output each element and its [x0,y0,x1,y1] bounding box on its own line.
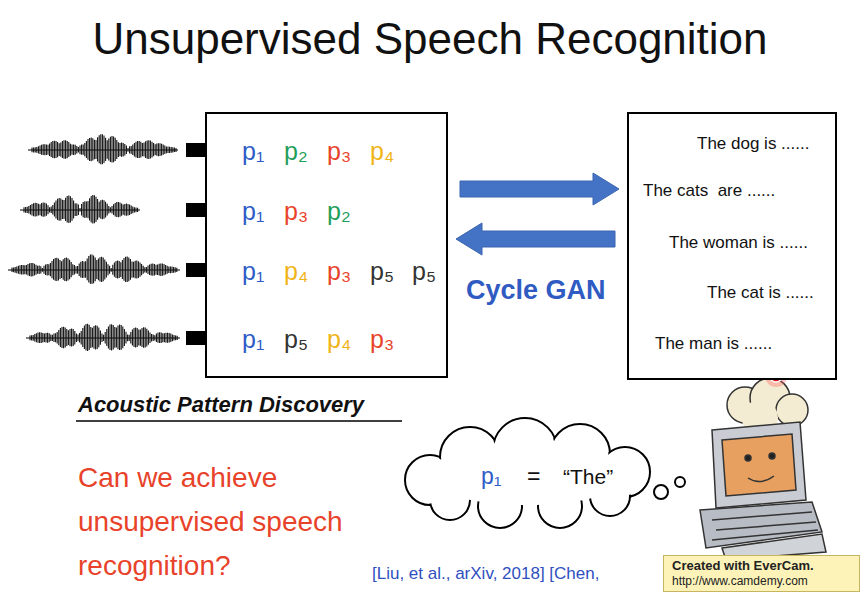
slide-title: Unsupervised Speech Recognition [0,14,860,65]
block-arrow [456,223,615,255]
acoustic-token: p₃ [327,257,351,286]
acoustic-token: p₁ [242,197,264,226]
acoustic-token: p₁ [242,137,264,166]
cloud-fill [429,451,625,505]
waveform [32,134,176,164]
acoustic-token: p₄ [370,137,394,166]
sentence: The cats are ...... [643,181,775,201]
reference: [Liu, et al., arXiv, 2018] [Chen, [372,564,599,584]
acoustic-token: p₁ [242,257,264,286]
acoustic-token: p₃ [284,197,308,226]
acoustic-token: p₂ [284,137,308,166]
waveform [12,254,177,284]
underline [76,420,402,422]
acoustic-token: p₅ [370,257,394,286]
acoustic-token: p₂ [327,197,351,226]
waveform [30,324,177,351]
thought-cloud: p₁ = “The” [405,430,650,520]
equals-sign: = [527,463,540,489]
acoustic-token: p₃ [327,137,351,166]
watermark-text: Created with EverCam. [672,559,814,574]
sentence: The man is ...... [655,334,772,354]
thought-bubble [675,477,685,487]
watermark: Created with EverCam.http://www.camdemy.… [663,555,860,592]
thought-bubble [654,485,668,499]
acoustic-token: p₄ [284,257,308,286]
method-label: Cycle GAN [466,275,606,306]
computer-cartoon [700,378,826,560]
waveform [24,195,138,223]
box-caption: Acoustic Pattern Discovery [78,392,364,417]
token: p₁ [481,463,502,489]
text-box: The dog is ...... The cats are ...... The … [627,112,837,380]
question-text: Can we achieve unsupervised speech recog… [78,456,378,588]
watermark-url: http://www.camdemy.com [672,575,808,589]
block-arrow [460,173,619,205]
acoustic-token: p₅ [412,257,436,286]
sentence: The dog is ...... [697,134,809,154]
acoustic-token: p₃ [370,325,394,354]
waveforms [8,134,180,351]
sentence: The cat is ...... [707,283,814,303]
acoustic-token: p₅ [284,325,308,354]
acoustic-token: p₁ [242,325,264,354]
word: “The” [563,465,613,489]
pattern-box: p₁ p₂ p₃ p₄ p₁ p₃ p₂ p₁ p₄ p₃ p₅ p₅ p₁ p₅ p₄ p₃ [205,112,448,378]
acoustic-token: p₄ [327,325,351,354]
sentence: The woman is ...... [669,233,808,253]
